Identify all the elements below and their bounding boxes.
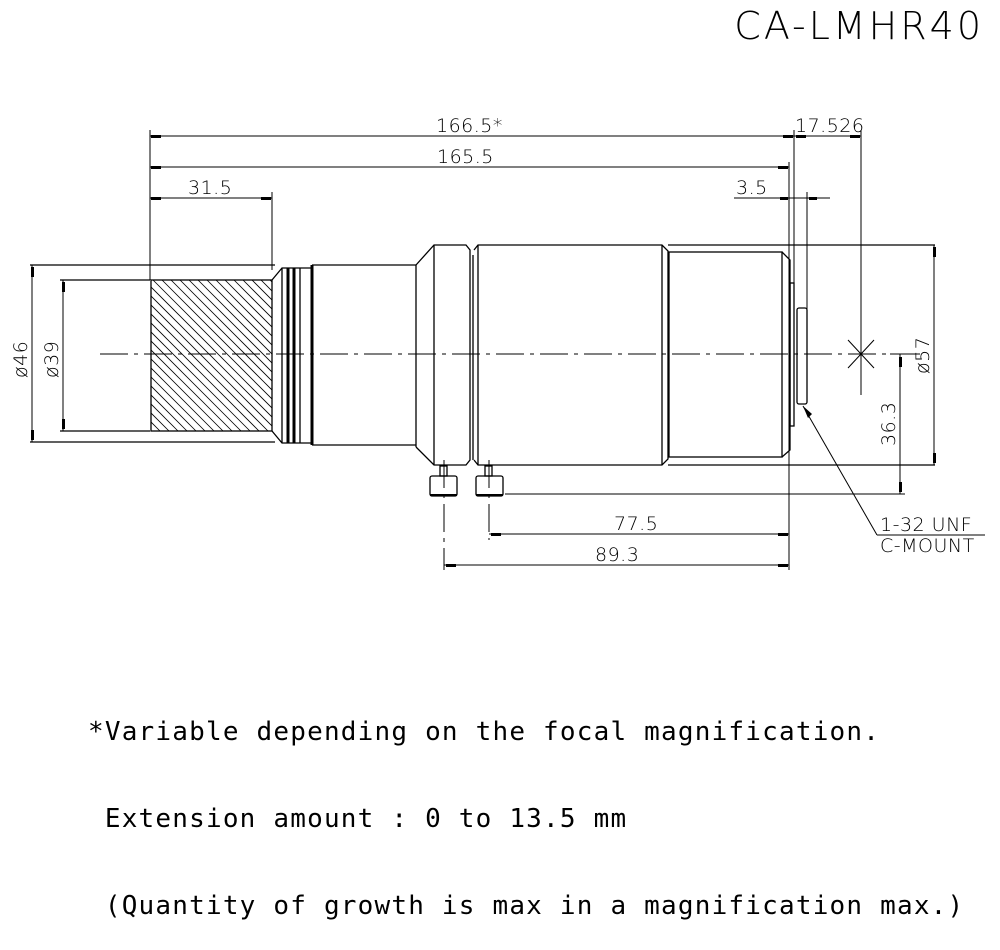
dim-dia-57: ø57 — [912, 337, 934, 374]
dim-3-5: 3.5 — [736, 177, 768, 199]
callout-mount: C-MOUNT — [880, 535, 975, 557]
note-line-1: *Variable depending on the focal magnifi… — [88, 717, 881, 747]
dim-89-3: 89.3 — [595, 544, 639, 566]
dim-17-526: 17.526 — [795, 115, 864, 137]
dimension-labels: 166.5* 165.5 31.5 17.526 3.5 77.5 89.3 ø… — [10, 115, 975, 566]
dimension-lines — [31, 130, 985, 570]
dim-77-5: 77.5 — [614, 513, 658, 535]
note-line-3: (Quantity of growth is max in a magnific… — [88, 891, 965, 921]
dim-dia-39: ø39 — [41, 341, 63, 378]
note-line-2: Extension amount : 0 to 13.5 mm — [88, 804, 628, 834]
hatched-thread-region — [151, 280, 272, 431]
dim-165-5: 165.5 — [437, 146, 494, 168]
dim-36-3: 36.3 — [878, 402, 900, 446]
drawing-notes: *Variable depending on the focal magnifi… — [88, 660, 964, 950]
dim-31-5: 31.5 — [188, 177, 232, 199]
lens-dimension-drawing: 166.5* 165.5 31.5 17.526 3.5 77.5 89.3 ø… — [10, 115, 985, 570]
drawing-title: CA-LMHR40 — [734, 4, 984, 48]
callout-thread: 1-32 UNF — [880, 514, 972, 536]
dim-dia-46: ø46 — [10, 341, 32, 378]
dim-166-5: 166.5* — [436, 115, 503, 137]
lens-body — [30, 244, 935, 570]
